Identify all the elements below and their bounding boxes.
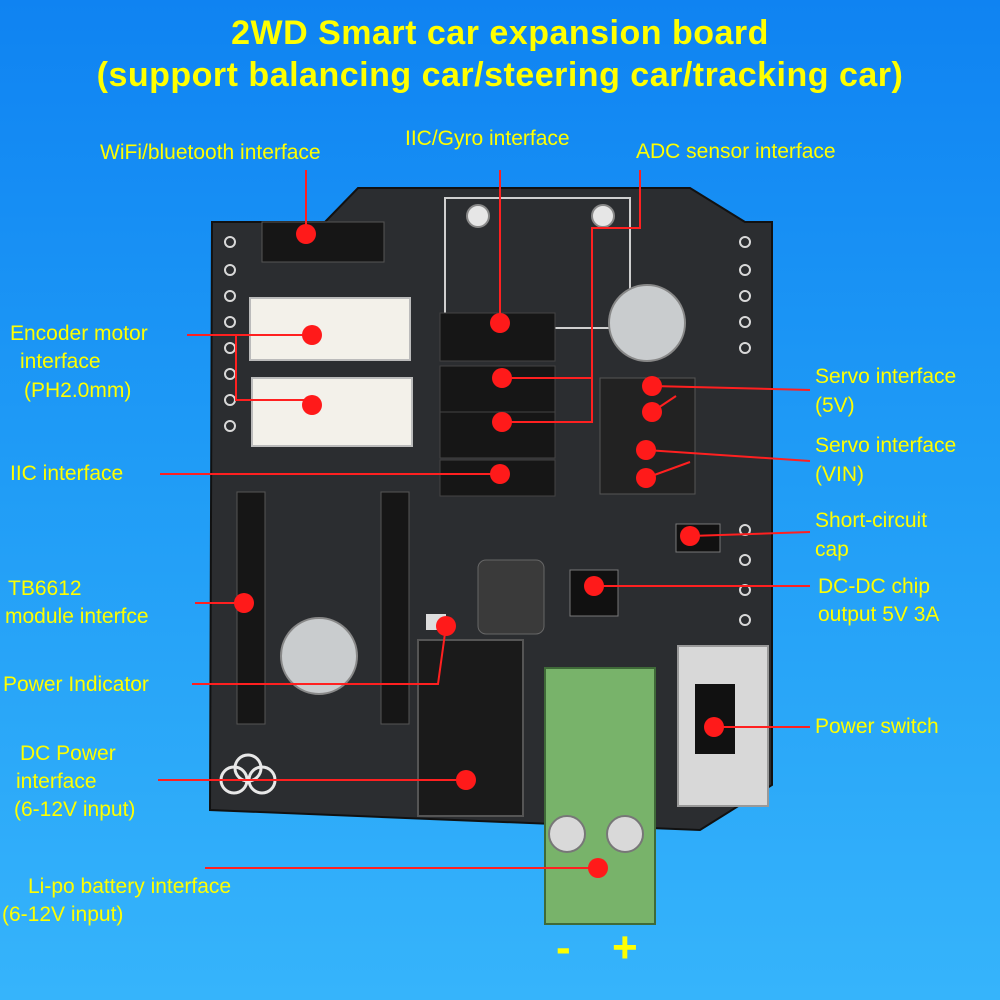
dc-jack (417, 639, 524, 817)
mount-hole-left (466, 204, 490, 228)
label-servovin-2: (VIN) (815, 463, 864, 486)
wifi-header (261, 221, 385, 263)
dot-power-switch (704, 717, 724, 737)
dot-servovin-1 (636, 440, 656, 460)
dot-lipo (588, 858, 608, 878)
inductor (477, 559, 545, 635)
dot-short-cap (680, 526, 700, 546)
dot-dc-power (456, 770, 476, 790)
tb6612-header-right (380, 491, 410, 725)
left-pin-header (224, 236, 236, 432)
label-encoder-1: Encoder motor (10, 322, 148, 345)
terminal-block (544, 667, 656, 925)
dot-dcdc (584, 576, 604, 596)
label-power-switch: Power switch (815, 715, 939, 738)
label-dcpower-3: (6-12V input) (14, 798, 136, 821)
label-dcpower-2: interface (16, 770, 97, 793)
label-short-1: Short-circuit (815, 509, 928, 532)
mount-hole-right (591, 204, 615, 228)
dot-gyro (490, 313, 510, 333)
capacitor-bottom (280, 617, 358, 695)
encoder-connector-1 (249, 297, 411, 361)
label-dcpower-1: DC Power (20, 742, 116, 765)
dot-encoder-2 (302, 395, 322, 415)
dot-servo5v-1 (642, 376, 662, 396)
title-line-1: 2WD Smart car expansion board (231, 14, 769, 52)
polarity-minus: - (556, 923, 571, 972)
label-servo5v-1: Servo interface (815, 365, 957, 388)
label-iic: IIC interface (10, 462, 124, 485)
right-pin-header (739, 236, 751, 626)
label-short-2: cap (815, 538, 849, 561)
label-power-indicator: Power Indicator (3, 673, 149, 696)
label-wifi: WiFi/bluetooth interface (100, 141, 321, 164)
label-dcdc-1: DC-DC chip (818, 575, 931, 598)
label-dcdc-2: output 5V 3A (818, 603, 940, 626)
label-iic-gyro: IIC/Gyro interface (405, 127, 570, 150)
label-servovin-1: Servo interface (815, 434, 957, 457)
dot-servovin-2 (636, 468, 656, 488)
dot-wifi (296, 224, 316, 244)
terminal-screw-plus (606, 815, 644, 853)
label-servo5v-2: (5V) (815, 394, 855, 417)
dot-adc-1 (492, 368, 512, 388)
terminal-screw-minus (548, 815, 586, 853)
label-tb6612-1: TB6612 (8, 577, 82, 600)
marker-dots (234, 224, 724, 878)
dot-adc-2 (492, 412, 512, 432)
dot-encoder-1 (302, 325, 322, 345)
encoder-connector-2 (251, 377, 413, 447)
title-line-2: (support balancing car/steering car/trac… (96, 56, 904, 94)
label-encoder-3: (PH2.0mm) (24, 379, 132, 402)
label-lipo-1: Li-po battery interface (28, 875, 232, 898)
capacitor-top (608, 284, 686, 362)
polarity-plus: + (612, 923, 638, 972)
label-tb6612-2: module interfce (5, 605, 149, 628)
dot-iic (490, 464, 510, 484)
dot-power-indicator (436, 616, 456, 636)
dot-servo5v-2 (642, 402, 662, 422)
label-adc: ADC sensor interface (636, 140, 836, 163)
dot-tb6612 (234, 593, 254, 613)
label-encoder-2: interface (20, 350, 101, 373)
label-lipo-2: (6-12V input) (2, 903, 124, 926)
leader-lines (158, 170, 811, 869)
